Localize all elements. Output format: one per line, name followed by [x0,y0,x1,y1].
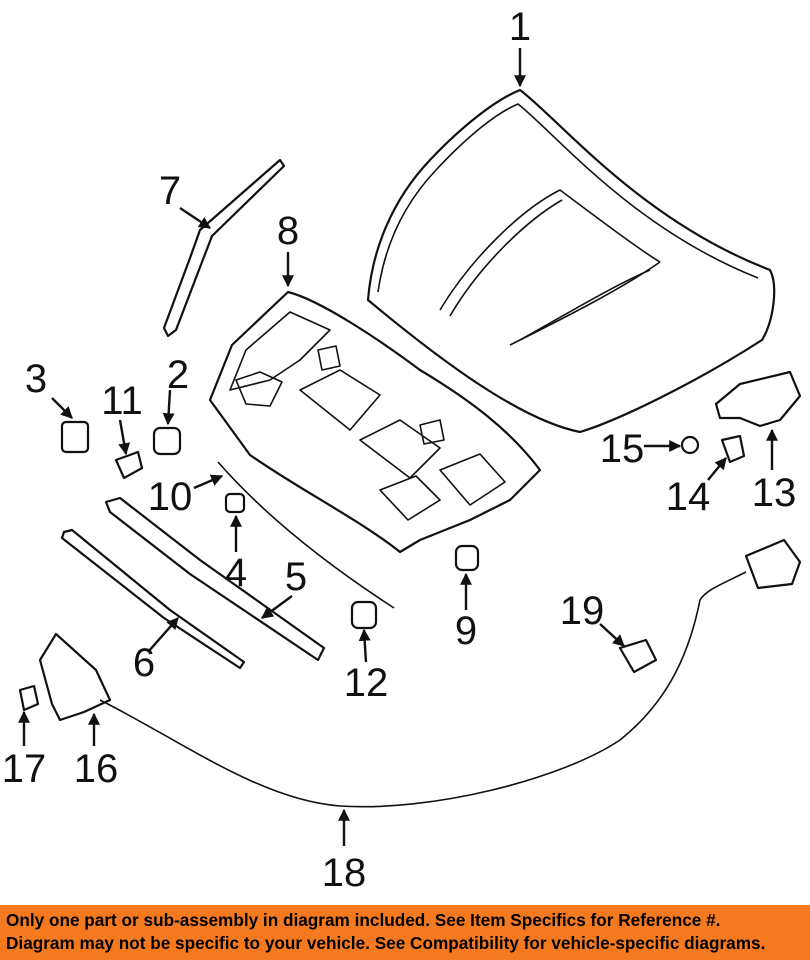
callout-15: 15 [600,427,645,471]
leader-lines [18,48,778,846]
part-4-bumper [224,492,246,514]
disclaimer-line-2: Diagram may not be specific to your vehi… [6,933,766,953]
support-rod [217,461,395,609]
front-seal-strip [60,528,246,670]
callout-10: 10 [148,475,193,519]
hood-seal [104,496,326,662]
part-18-release-handle [744,538,802,590]
part-3-clip [60,420,90,454]
callout-3: 3 [25,357,47,401]
callout-11: 11 [101,379,143,423]
callout-4: 4 [225,551,247,595]
part-9-bumper [454,544,480,572]
hood-insulator [208,290,542,554]
part-2-bumper [152,426,182,456]
part-17-bolt [18,684,40,712]
parts-diagram: 1 2 3 4 5 6 7 8 9 10 11 12 13 14 15 16 1… [2,5,802,895]
part-11-clip [114,450,144,480]
disclaimer-line-1: Only one part or sub-assembly in diagram… [6,910,721,930]
callout-13: 13 [752,471,797,515]
part-12-bumper [350,600,378,630]
callout-14: 14 [666,475,711,519]
release-cable [99,571,747,808]
part-15-nut [680,435,700,455]
callout-labels: 1 2 3 4 5 6 7 8 9 10 11 12 13 14 15 16 1… [2,5,797,895]
callout-17: 17 [2,747,47,791]
part-14-bolt [720,434,746,464]
callout-19: 19 [560,589,605,633]
part-13-hinge [714,370,802,428]
callout-6: 6 [133,641,155,685]
part-19-handle [618,638,658,674]
callout-7: 7 [159,169,181,213]
callout-8: 8 [277,209,299,253]
callout-1: 1 [509,5,531,49]
callout-12: 12 [344,661,389,705]
callout-16: 16 [74,747,119,791]
part-16-latch [38,632,112,722]
disclaimer-banner: Only one part or sub-assembly in diagram… [0,905,810,960]
callout-9: 9 [455,609,477,653]
parts-diagram-svg: 1 2 3 4 5 6 7 8 9 10 11 12 13 14 15 16 1… [2,5,802,895]
small-parts [18,370,802,722]
callout-2: 2 [167,353,189,397]
callout-18: 18 [322,851,367,895]
callout-5: 5 [285,555,307,599]
weatherstrip [162,158,286,338]
hood-panel [366,88,776,434]
